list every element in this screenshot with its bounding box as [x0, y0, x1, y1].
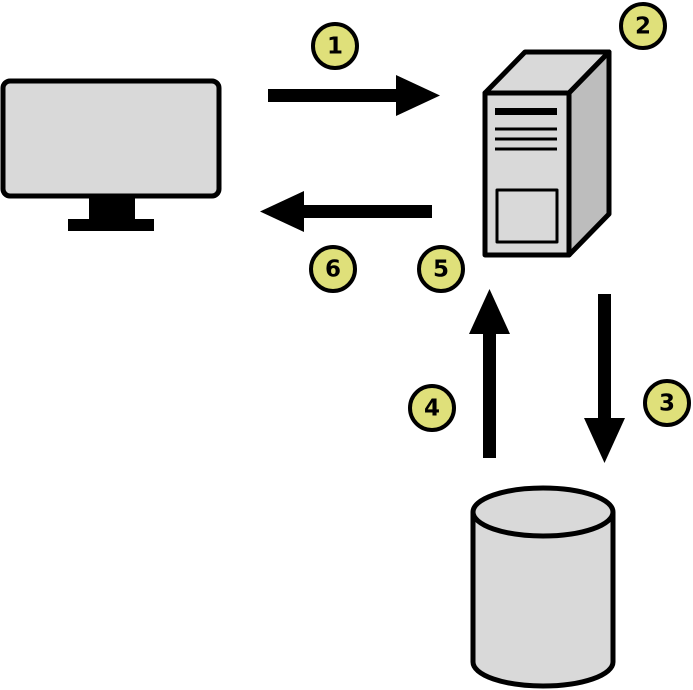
- server-drive-slot: [495, 108, 557, 115]
- step-badge-4: 4: [408, 384, 456, 432]
- step-badge-1: 1: [311, 22, 359, 70]
- step-label: 4: [424, 396, 440, 422]
- step-badge-5: 5: [417, 245, 465, 293]
- step-badge-2: 2: [619, 2, 667, 50]
- step-label: 1: [327, 34, 343, 60]
- arrow-6-server-to-client: [260, 191, 432, 232]
- step-label: 5: [433, 257, 449, 283]
- arrow-1-client-to-server: [268, 75, 440, 116]
- server-front-panel: [495, 188, 559, 244]
- database-cylinder-icon: [470, 485, 616, 689]
- server-tower-icon: [482, 49, 612, 258]
- step-badge-6: 6: [309, 245, 357, 293]
- monitor-icon: [0, 78, 222, 231]
- step-label: 2: [635, 14, 651, 40]
- step-label: 6: [325, 257, 341, 283]
- monitor-neck: [89, 196, 135, 220]
- database-top: [470, 485, 616, 539]
- step-label: 3: [659, 391, 675, 417]
- arrow-4-database-to-server: [469, 289, 510, 458]
- arrow-3-server-to-database: [584, 294, 625, 463]
- monitor-screen: [0, 78, 222, 199]
- database-body: [470, 512, 616, 689]
- step-badge-3: 3: [643, 379, 691, 427]
- monitor-base: [68, 219, 154, 231]
